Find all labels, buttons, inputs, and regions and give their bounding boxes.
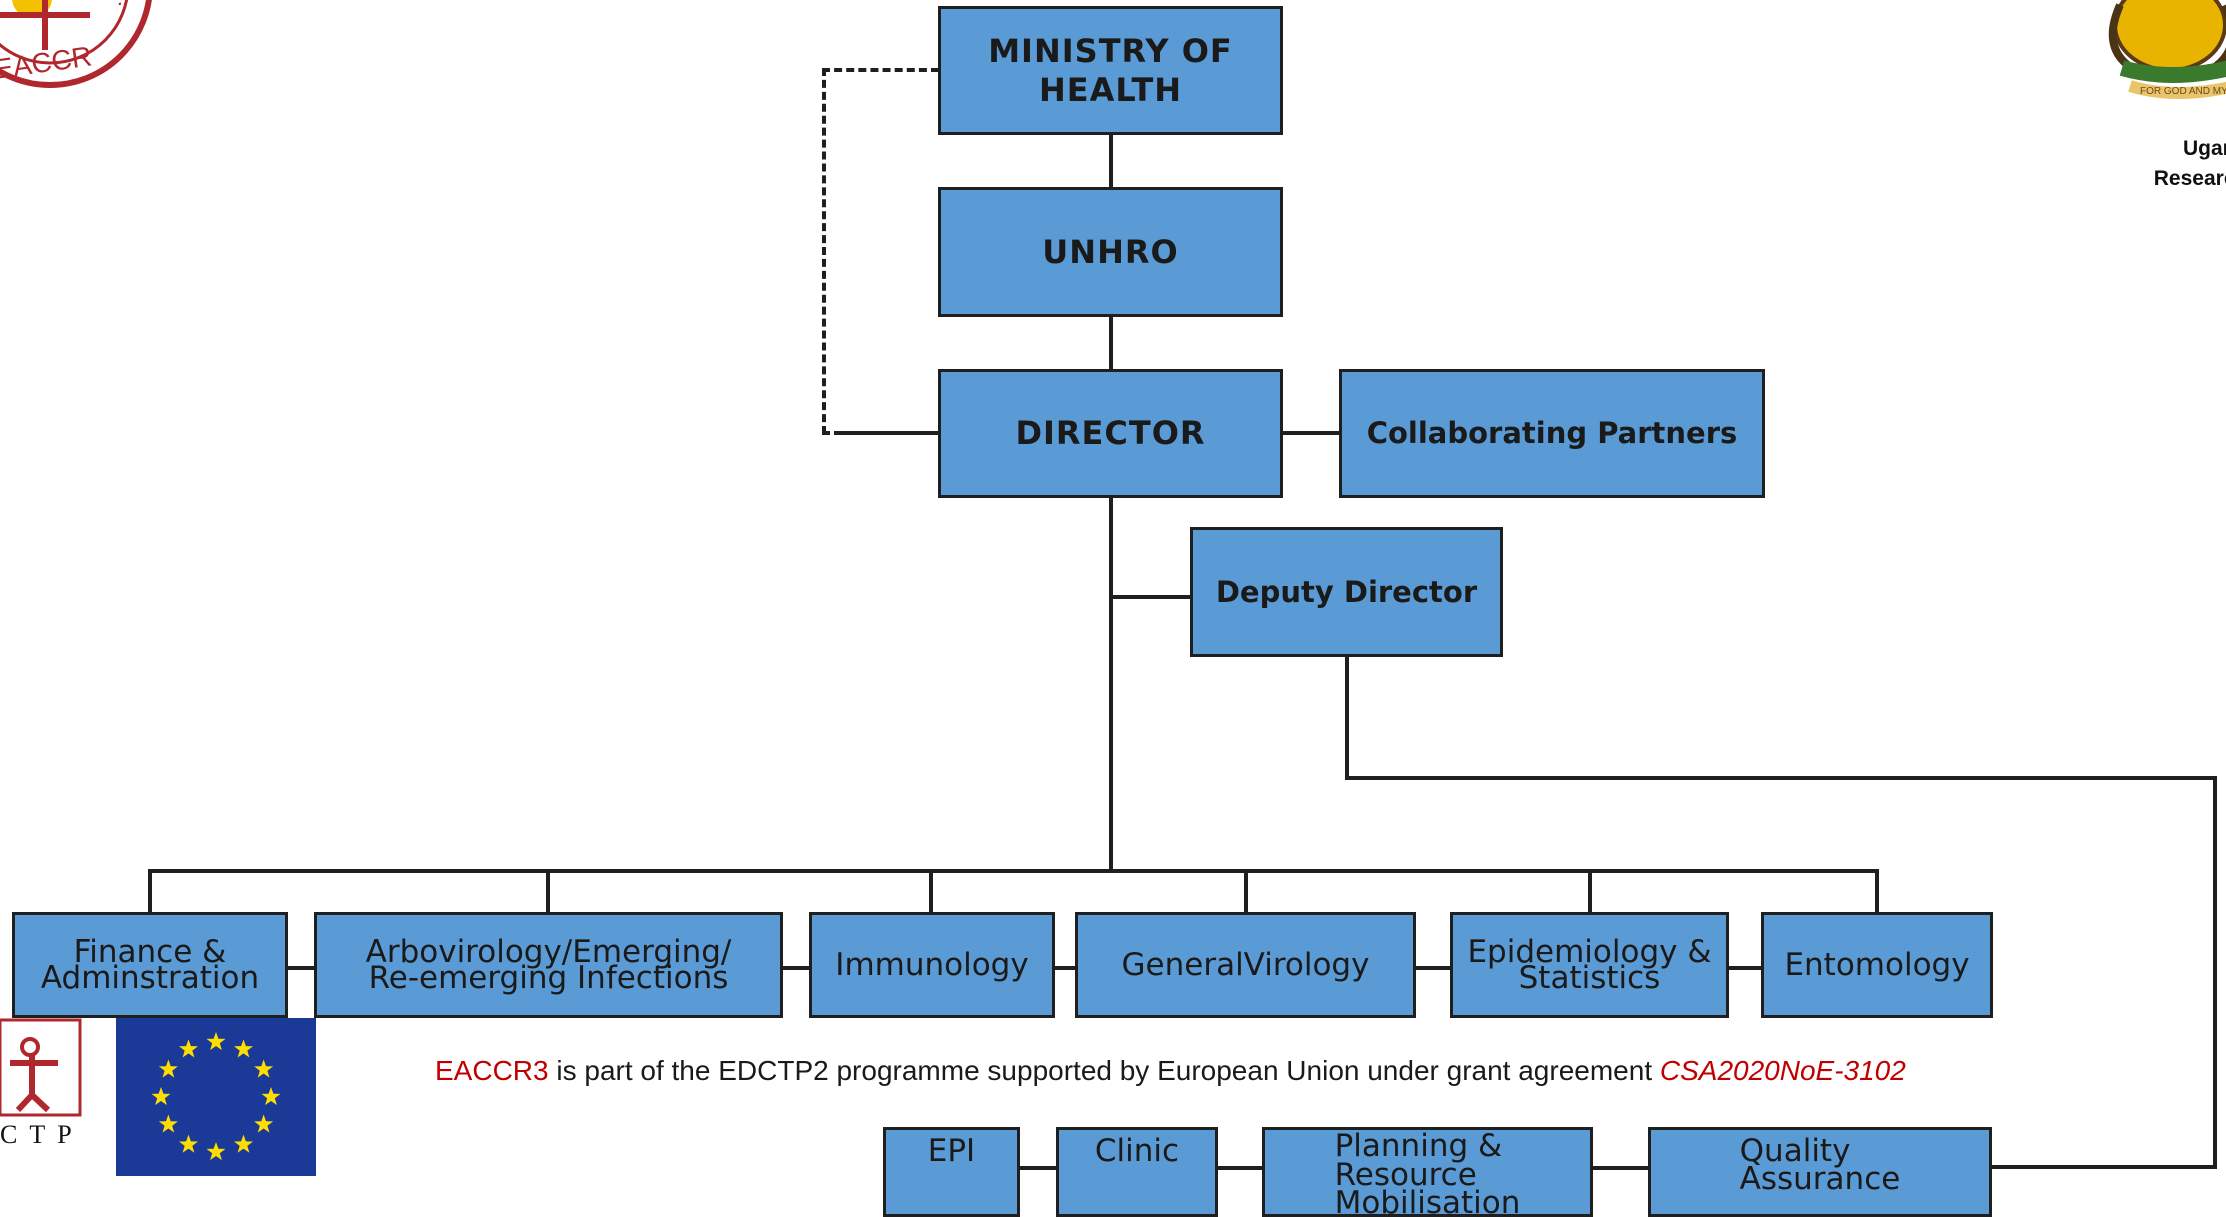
director-label: DIRECTOR — [1015, 414, 1206, 453]
eu-star-icon — [206, 1142, 226, 1161]
ministry-of-health-label: MINISTRY OF HEALTH — [988, 32, 1233, 109]
eu-star-icon — [158, 1059, 178, 1078]
unit-arbovirology-label: Arbovirology/Emerging/ Re-emerging Infec… — [365, 933, 732, 996]
connector-director-solid-left — [841, 431, 938, 435]
connector-units-row-4 — [1414, 966, 1452, 970]
sub-unit-planning-label: Planning & Resource Mobilisation — [1334, 1128, 1521, 1217]
connector-director-partners — [1281, 431, 1341, 435]
eu-star-icon — [234, 1039, 253, 1058]
connector-deputy — [1109, 595, 1193, 599]
connector-deputy-down — [1345, 655, 1349, 779]
eu-star-icon — [179, 1039, 198, 1058]
connector-director-down — [1109, 496, 1113, 872]
sub-unit-epi-label: EPI — [927, 1133, 976, 1169]
connector-unit-5 — [1588, 869, 1592, 915]
eu-star-icon — [151, 1087, 171, 1106]
eu-star-icon — [158, 1114, 178, 1133]
eu-star-icon — [206, 1032, 226, 1051]
unhro-box[interactable]: UNHRO — [938, 187, 1283, 317]
unit-general-virology-box[interactable]: GeneralVirology — [1075, 912, 1416, 1018]
connector-unit-6 — [1875, 869, 1879, 915]
sub-unit-clinic-label: Clinic — [1094, 1133, 1180, 1169]
director-box[interactable]: DIRECTOR — [938, 369, 1283, 498]
footer-prefix: EACCR3 — [435, 1055, 549, 1086]
connector-ministry-unhro — [1109, 133, 1113, 189]
funding-acknowledgement: EACCR3 is part of the EDCTP2 programme s… — [435, 1055, 2035, 1087]
svg-text:arch.: arch. — [98, 0, 138, 9]
edctp-wordmark: CTP — [0, 1120, 84, 1149]
unit-epidemiology-box[interactable]: Epidemiology & Statistics — [1450, 912, 1729, 1018]
connector-qa — [1990, 1165, 2217, 1169]
connector-units-row-1 — [286, 966, 316, 970]
unit-finance-box[interactable]: Finance & Adminstration — [12, 912, 288, 1018]
unit-immunology-label: Immunology — [835, 946, 1029, 983]
uvri-caption-line2: Research I — [2153, 167, 2226, 191]
unit-entomology-label: Entomology — [1784, 946, 1970, 983]
unit-arbovirology-box[interactable]: Arbovirology/Emerging/ Re-emerging Infec… — [314, 912, 783, 1018]
ministry-of-health-box[interactable]: MINISTRY OF HEALTH — [938, 6, 1283, 135]
eu-flag-icon — [116, 1018, 316, 1176]
sub-unit-planning-box[interactable]: Planning & Resource Mobilisation — [1262, 1127, 1593, 1217]
dashed-link-bottom — [822, 431, 842, 435]
connector-units-bar — [148, 869, 1879, 873]
svg-text:FOR GOD AND MY: FOR GOD AND MY — [2140, 86, 2226, 97]
sub-unit-quality-box[interactable]: Quality Assurance — [1648, 1127, 1992, 1217]
footer-middle: is part of the EDCTP2 programme supporte… — [548, 1055, 1660, 1086]
connector-units-row-2 — [781, 966, 811, 970]
connector-sub-3 — [1591, 1166, 1650, 1170]
dashed-link-top — [822, 68, 939, 72]
eu-star-icon — [234, 1134, 253, 1153]
unit-general-virology-label: GeneralVirology — [1121, 946, 1370, 983]
connector-unit-2 — [546, 869, 550, 915]
connector-unit-1 — [148, 869, 152, 915]
sub-unit-clinic-box[interactable]: Clinic — [1056, 1127, 1218, 1217]
unit-finance-label: Finance & Adminstration — [40, 933, 260, 996]
uvri-caption: Uganda Research I — [2120, 134, 2226, 195]
connector-unit-3 — [929, 869, 933, 915]
connector-unit-4 — [1244, 869, 1248, 915]
uvri-caption-line1: Uganda — [2182, 137, 2226, 160]
connector-sub-2 — [1216, 1166, 1264, 1170]
sub-unit-epi-box[interactable]: EPI — [883, 1127, 1020, 1217]
unit-entomology-box[interactable]: Entomology — [1761, 912, 1993, 1018]
deputy-director-box[interactable]: Deputy Director — [1190, 527, 1503, 657]
unit-epidemiology-label: Epidemiology & Statistics — [1467, 933, 1712, 996]
eu-star-icon — [179, 1134, 198, 1153]
dashed-link-vertical — [822, 68, 826, 434]
connector-deputy-right — [1345, 776, 2217, 780]
eu-star-icon — [261, 1087, 281, 1106]
edctp-logo-icon — [0, 1018, 82, 1117]
sub-unit-quality-label: Quality Assurance — [1739, 1133, 1901, 1197]
connector-right-rail — [2213, 776, 2217, 1169]
footer-grant: CSA2020NoE-3102 — [1659, 1055, 1906, 1086]
collaborating-partners-box[interactable]: Collaborating Partners — [1339, 369, 1765, 498]
connector-units-row-3 — [1053, 966, 1077, 970]
unit-immunology-box[interactable]: Immunology — [809, 912, 1055, 1018]
uganda-coat-of-arms-icon: FOR GOD AND MY — [2108, 0, 2226, 99]
eaccr-logo-icon: EACCR arch. — [0, 0, 152, 88]
eu-star-icon — [254, 1059, 274, 1078]
connector-sub-1 — [1018, 1166, 1058, 1170]
deputy-director-label: Deputy Director — [1215, 574, 1478, 609]
connector-unhro-director — [1109, 315, 1113, 371]
connector-units-row-5 — [1727, 966, 1763, 970]
collaborating-partners-label: Collaborating Partners — [1366, 416, 1738, 451]
eu-star-icon — [254, 1114, 274, 1133]
unhro-label: UNHRO — [1042, 232, 1179, 271]
